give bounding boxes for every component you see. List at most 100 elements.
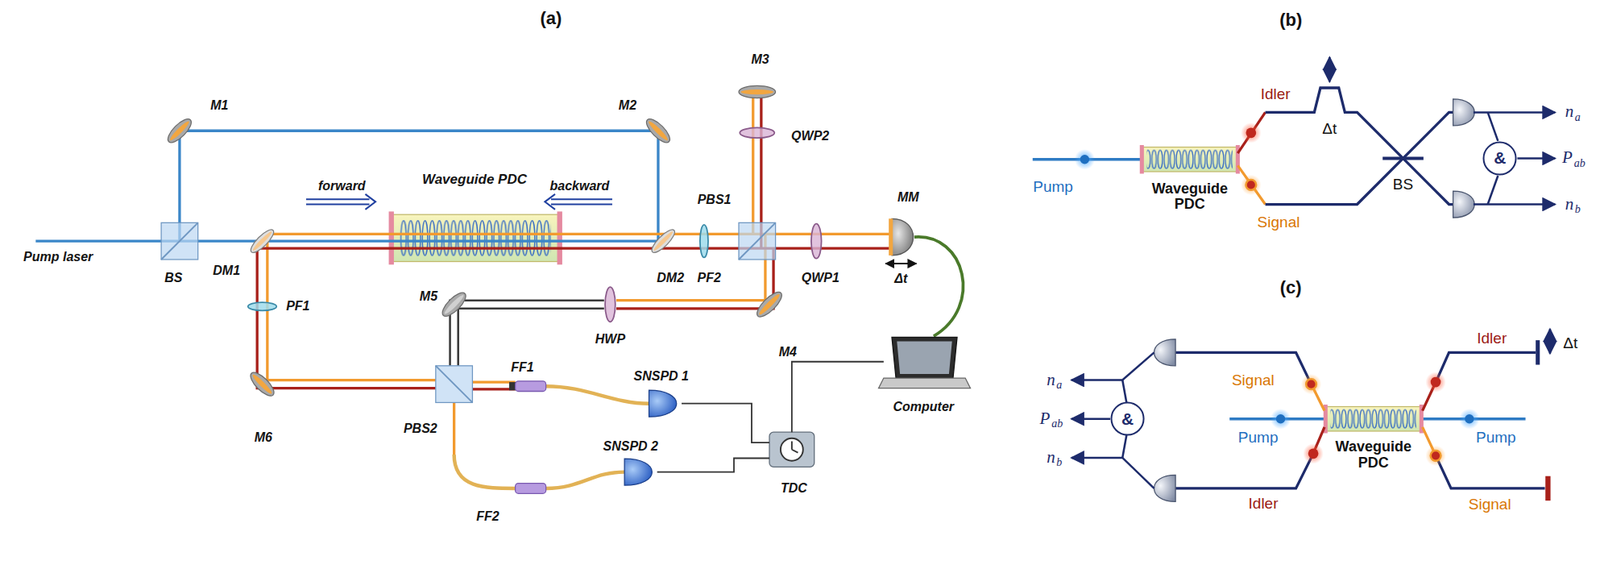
beam-label: Idler [1476,329,1507,347]
snspd-icon [624,389,677,485]
mirror [168,119,191,142]
signal-beam [472,380,515,383]
output-subscript: b [1575,203,1581,216]
movable-mirror [891,218,914,256]
mirror [164,85,786,399]
component-label: HWP [595,331,626,347]
pump-beam [1080,154,1090,164]
component-label: PBS2 [403,422,438,437]
output-line [1071,417,1111,420]
output-symbol: P [1040,409,1051,428]
laptop-icon [896,340,952,374]
signal-path [1237,111,1453,204]
idler-path [1265,87,1454,205]
laptop-icon [878,336,971,388]
snspd-icon [624,458,652,485]
pump-beam [35,240,664,243]
node-label: SNSPD 2 [603,439,659,454]
mirror [164,115,195,146]
rotated-beam [450,300,605,366]
component-label: M1 [210,98,228,113]
beam-block [1547,476,1549,501]
beam-block [1545,476,1551,501]
beam-label: Signal [1231,371,1275,389]
mirror [646,119,670,142]
mirror [741,89,775,95]
waveguide-crystal [557,211,563,265]
output-line [1071,457,1155,489]
node-label: & [1121,409,1134,428]
dichroic-mirror [652,230,675,253]
delay-label: Δt [1562,334,1578,352]
idler-path [1436,352,1536,380]
signal-path [1265,111,1454,204]
output-line [1071,352,1155,380]
mirror [642,115,674,146]
beam-splitter-cube [738,222,776,260]
mirror [753,288,785,320]
photon-dot [1301,373,1322,394]
mirror [439,289,470,320]
output-line [1473,111,1555,114]
wave-plate [739,127,775,138]
beam-splitter-cube [435,365,473,403]
component-label: BS [1392,176,1414,194]
mirror [753,288,785,320]
delay-label: Δt [894,271,908,287]
fiber-coupler [515,483,547,494]
component-label: M3 [750,52,769,67]
component-label: M4 [779,345,797,361]
photon-dot [1240,122,1261,195]
photon-dot [1430,377,1442,388]
component-label: DM1 [212,263,241,278]
mirror [247,368,278,400]
mirror [738,85,776,98]
signal-beam [267,96,891,455]
fiber-coupler [509,381,547,494]
wave-plate [605,286,616,322]
fiber-coupler [515,381,547,392]
snspd-icon [649,389,677,417]
idler-beam [472,387,515,390]
output-subscript: a [1056,378,1062,391]
output-line [1122,380,1127,403]
idler-beam [256,248,890,389]
pump-beam [1074,149,1095,170]
dichroic-mirror [251,230,274,253]
component-label: FF1 [510,360,534,376]
tdc-icon [791,441,799,453]
filter [700,224,709,258]
waveguide-crystal [1139,145,1145,174]
signal-beam [452,402,456,455]
direction-arrow [306,198,370,204]
dichroic-mirror [648,226,678,256]
photon-dot [1240,122,1261,143]
waveguide-crystal [1330,407,1417,431]
node-label: TDC [780,480,808,496]
output-symbol: P [1562,149,1573,168]
output-symbol: n [1046,370,1056,390]
dichroic-mirror [248,226,278,256]
direction-arrow [551,198,613,204]
waveguide-crystal [393,214,559,262]
source-label: Pump laser [23,250,93,266]
signal-path [1175,352,1546,489]
output-line [1517,157,1555,160]
idler-beam [256,96,890,390]
output-line [1473,203,1555,206]
component-label: M6 [254,430,273,445]
waveguide-crystal [389,211,394,265]
waveguide-crystal: Waveguide PDC [1143,147,1238,172]
direction-arrow [306,194,613,210]
component-label: QWP2 [791,128,830,144]
photon-dot [1425,371,1446,392]
beam-splitter-cube [161,222,199,260]
gate-circle [1111,402,1145,436]
output-line [1122,435,1127,458]
beam-splitter-cube [738,222,776,260]
beam-splitter-cube [161,222,776,403]
detector-icon [1453,99,1476,218]
delay-arrow [1549,328,1551,353]
